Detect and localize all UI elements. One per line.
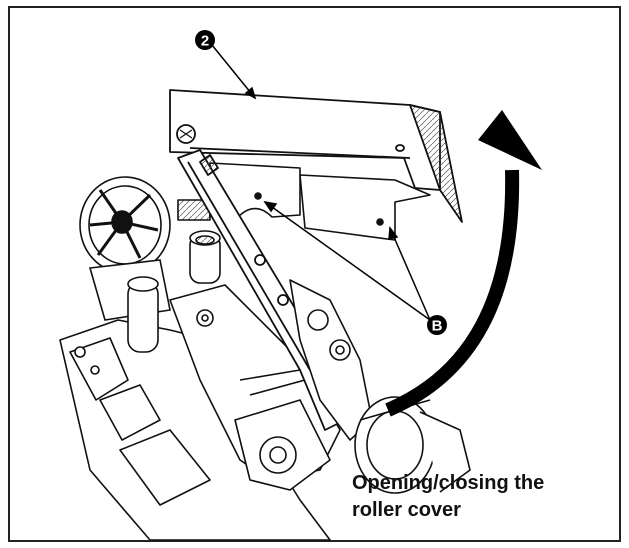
curved-arrow: [385, 169, 520, 417]
svg-text:2: 2: [201, 33, 209, 50]
lower-lever: [169, 284, 341, 491]
machine-base: [59, 319, 331, 541]
svg-text:B: B: [432, 318, 443, 335]
callout-part-b: B: [427, 315, 447, 335]
caption-line-2: roller cover: [352, 499, 461, 521]
curved-arrow-head: [478, 110, 542, 170]
roller-wheel: [79, 176, 171, 353]
knob-post: [189, 230, 221, 327]
right-mechanism: [289, 279, 471, 494]
caption-line-1: Opening/closing the: [352, 472, 545, 494]
figure-caption: Opening/closing the roller cover: [352, 470, 544, 524]
roller-cover: [169, 89, 463, 223]
callout-part-2: 2: [195, 30, 215, 50]
leader-lines: [211, 44, 431, 321]
